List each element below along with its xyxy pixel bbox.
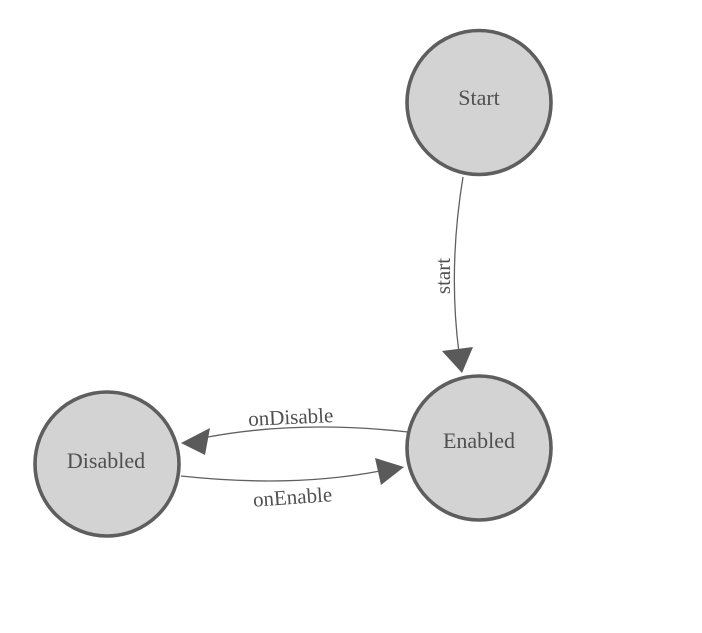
edge-label-ondisable: onDisable <box>248 403 334 431</box>
edge-line-ondisable <box>207 426 409 438</box>
node-start: Start <box>405 28 553 177</box>
node-start-circle <box>405 28 553 177</box>
node-enabled-circle <box>405 374 553 522</box>
edge-enabled-to-disabled: onDisable <box>181 403 409 455</box>
node-disabled-circle <box>33 390 181 538</box>
edge-label-start: start <box>431 258 455 294</box>
node-start-label: Start <box>458 85 500 110</box>
edge-disabled-to-enabled: onEnable <box>180 458 404 512</box>
edge-line-onenable <box>180 470 381 482</box>
edge-line-start <box>453 176 464 354</box>
node-disabled: Disabled <box>33 390 181 538</box>
edge-start-to-enabled: start <box>431 176 473 373</box>
node-disabled-label: Disabled <box>67 448 145 473</box>
arrowhead-right-icon <box>375 458 404 485</box>
node-enabled-label: Enabled <box>443 428 515 453</box>
arrowhead-left-icon <box>181 428 210 455</box>
node-enabled: Enabled <box>405 374 553 522</box>
arrowhead-down-icon <box>442 347 473 373</box>
edge-label-onenable: onEnable <box>252 482 333 511</box>
